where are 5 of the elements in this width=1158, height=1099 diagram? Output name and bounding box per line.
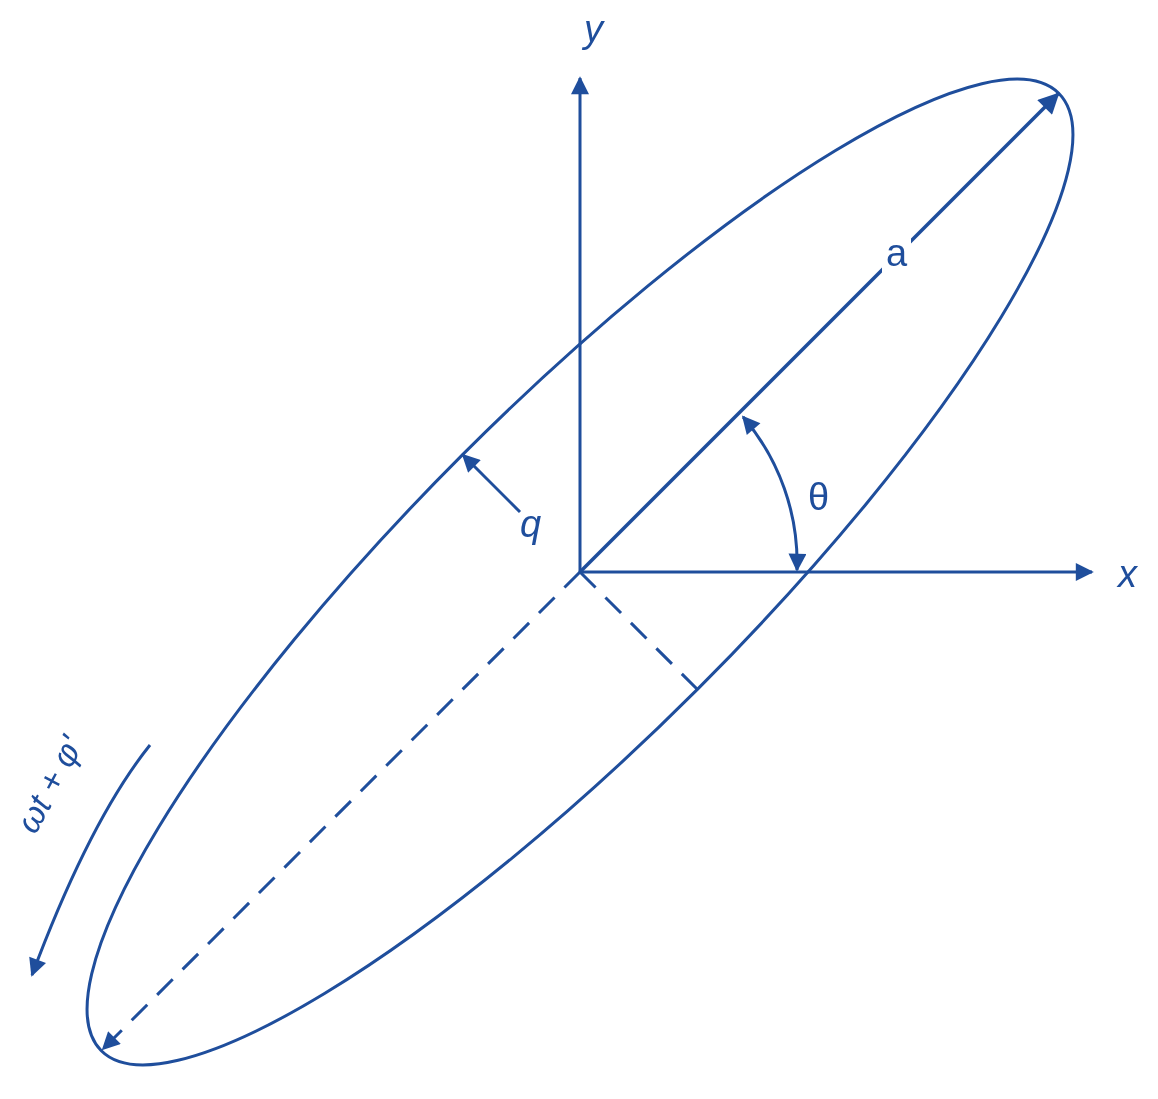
axis-label: θ xyxy=(808,478,830,516)
axis-label: x xyxy=(1118,555,1137,593)
axis-label: y xyxy=(584,10,603,48)
axis-label: ωt + φ' xyxy=(10,730,89,838)
axis-label: q xyxy=(520,505,542,543)
